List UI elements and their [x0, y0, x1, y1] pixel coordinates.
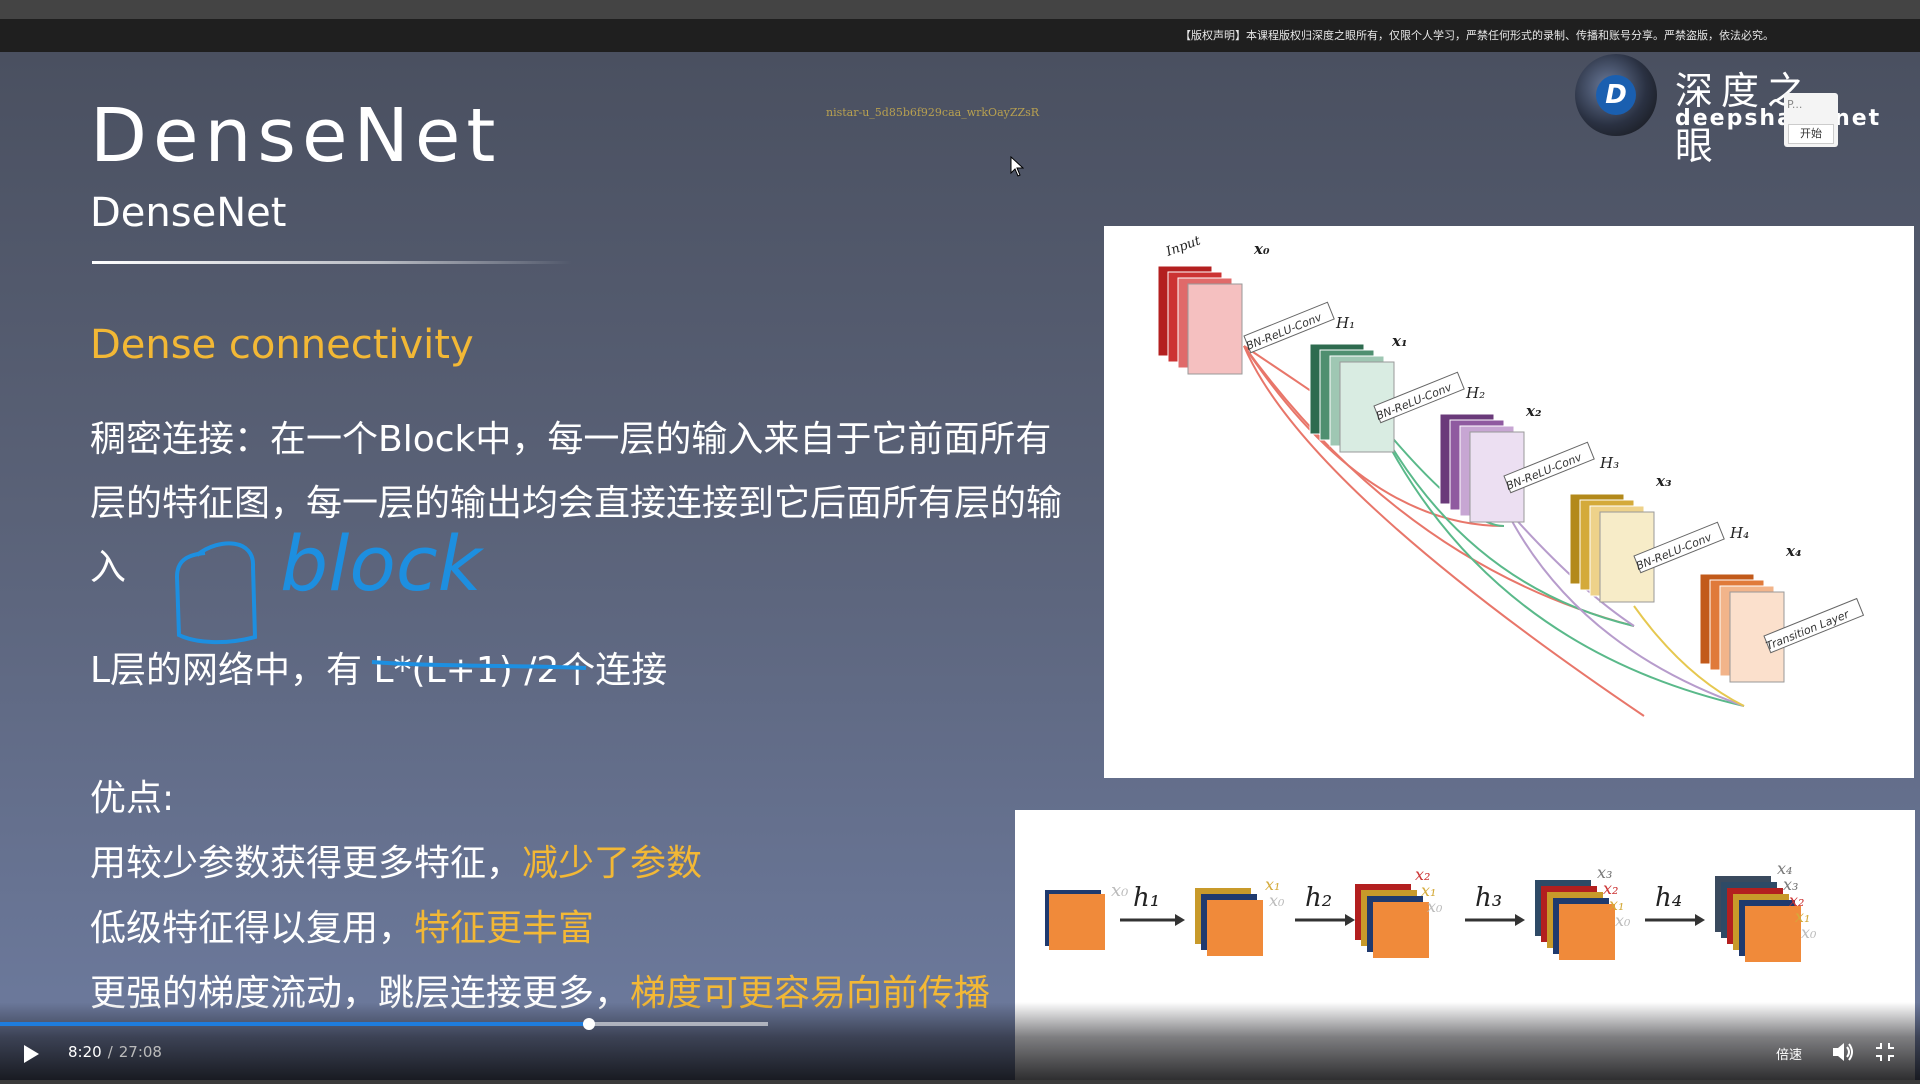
stack-x1: [1195, 888, 1263, 956]
stack3-x3: x₃: [1597, 863, 1612, 882]
current-time: 8:20: [68, 1043, 102, 1061]
stack4-x1: x₁: [1795, 907, 1810, 926]
arrow-h3: h₃: [1465, 883, 1525, 926]
x1-label: x₁: [1391, 332, 1408, 350]
advantage-1-text: 用较少参数获得更多特征，: [90, 843, 523, 884]
play-icon[interactable]: [20, 1042, 42, 1066]
h2-label: H₂: [1465, 384, 1485, 402]
arrow-h1-label: h₁: [1133, 883, 1160, 913]
advantage-2-highlight: 特征更丰富: [414, 908, 595, 949]
user-watermark: nistar-u_5d85b6f929caa_wrkOayZZsR: [826, 106, 1040, 119]
feature-concat-diagram: x₀ h₁ x₁ x₀ h₂ x₂ x₁ x₀: [1045, 859, 1817, 962]
copyright-notice: 【版权声明】本课程版权归深度之眼所有，仅限个人学习，严禁任何形式的录制、传播和账…: [1180, 29, 1774, 42]
stack3-x0: x₀: [1615, 911, 1631, 930]
logo-eye-icon: D: [1575, 54, 1657, 136]
time-display: 8:20 / 27:08: [68, 1043, 162, 1061]
input-stack: [1157, 265, 1243, 375]
stack2-x1: x₁: [1421, 881, 1436, 900]
stack-x0: [1045, 890, 1105, 950]
x4-label: x₄: [1785, 542, 1802, 560]
title-divider: [92, 261, 572, 264]
progress-thumb[interactable]: [583, 1018, 596, 1030]
advantage-2-text: 低级特征得以复用，: [90, 908, 415, 949]
underline-annotation: [371, 660, 587, 670]
logo-cn-text: 深度之眼: [1675, 69, 1814, 168]
advantage-1: 用较少参数获得更多特征，减少了参数: [90, 832, 1070, 896]
stack1-x1: x₁: [1265, 875, 1280, 894]
playback-speed-button[interactable]: 倍速: [1776, 1048, 1803, 1063]
stack4-x0: x₀: [1801, 923, 1817, 942]
x1-stack: [1309, 343, 1395, 453]
time-separator: /: [107, 1043, 113, 1061]
arrow-h4: h₄: [1645, 883, 1705, 926]
copyright-notice-bar: 【版权声明】本课程版权归深度之眼所有，仅限个人学习，严禁任何形式的录制、传播和账…: [0, 19, 1920, 52]
stack1-x0: x₀: [1269, 891, 1285, 910]
x2-label: x₂: [1525, 402, 1542, 420]
arrow-h2-label: h₂: [1305, 883, 1332, 913]
stack3-x2: x₂: [1603, 879, 1618, 898]
advantage-1-highlight: 减少了参数: [522, 843, 703, 884]
player-controls: [0, 1002, 1920, 1080]
volume-icon[interactable]: [1830, 1039, 1856, 1065]
mouse-cursor-icon: [1010, 156, 1024, 177]
circle-annotation: [174, 541, 258, 645]
stack-x3: [1535, 880, 1615, 960]
connection-count-text: L层的网络中，有 L*(L+1) /2个连接: [90, 650, 668, 691]
slide-subtitle: DenseNet: [90, 190, 287, 236]
stack4-x3: x₃: [1783, 875, 1798, 894]
deepshare-logo: D 深度之眼 deepshare.net: [1575, 54, 1879, 168]
advantage-2: 低级特征得以复用，特征更丰富: [90, 897, 1070, 961]
stack-x4: [1715, 876, 1801, 962]
dense-block-diagram: Input x₀ H₁ x₁ H₂ x₂ H₃ x₃ H₄ x₄ BN-ReLU…: [1157, 233, 1865, 717]
mini-widget[interactable]: P... 开始: [1784, 93, 1838, 147]
arrow-h1: h₁: [1120, 883, 1185, 926]
dense-description: 稠密连接：在一个Block中，每一层的输入来自于它前面所有层的特征图，每一层的输…: [90, 419, 1063, 588]
x3-stack: [1569, 493, 1655, 603]
logo-en-text: deepshare.net: [1675, 106, 1882, 131]
start-button[interactable]: 开始: [1788, 124, 1834, 144]
handwritten-annotation: block: [174, 527, 587, 670]
exit-fullscreen-icon[interactable]: [1874, 1041, 1896, 1063]
progress-played: [0, 1022, 590, 1026]
handwritten-block-text: block: [280, 527, 485, 608]
h4-label: H₄: [1729, 524, 1749, 542]
x4-stack: [1699, 573, 1785, 683]
x3-label: x₃: [1655, 472, 1672, 490]
browser-top-strip: [0, 0, 1920, 19]
h1-label: H₁: [1335, 314, 1355, 332]
mini-widget-label: P...: [1787, 98, 1803, 111]
input-label: Input: [1163, 233, 1203, 260]
stack-x2: [1355, 884, 1429, 958]
arrow-h3-label: h₃: [1475, 883, 1502, 913]
x0-first-label: x₀: [1111, 880, 1128, 901]
slide-title: DenseNet: [90, 93, 502, 179]
dense-block-figure: Input x₀ H₁ x₁ H₂ x₂ H₃ x₃ H₄ x₄ BN-ReLU…: [1104, 226, 1914, 778]
stack4-x2: x₂: [1789, 891, 1804, 910]
section-title: Dense connectivity: [90, 322, 474, 368]
x0-label: x₀: [1253, 240, 1270, 258]
stack2-x2: x₂: [1415, 865, 1430, 884]
stack4-x4: x₄: [1777, 859, 1792, 878]
logo-mark: D: [1596, 75, 1636, 115]
arrow-h4-label: h₄: [1655, 883, 1682, 913]
duration: 27:08: [118, 1043, 162, 1061]
stack3-x1: x₁: [1609, 895, 1624, 914]
advantages-title: 优点:: [90, 778, 175, 819]
stack2-x0: x₀: [1427, 897, 1443, 916]
x2-stack: [1439, 413, 1525, 523]
h3-label: H₃: [1599, 454, 1619, 472]
arrow-h2: h₂: [1295, 883, 1355, 926]
